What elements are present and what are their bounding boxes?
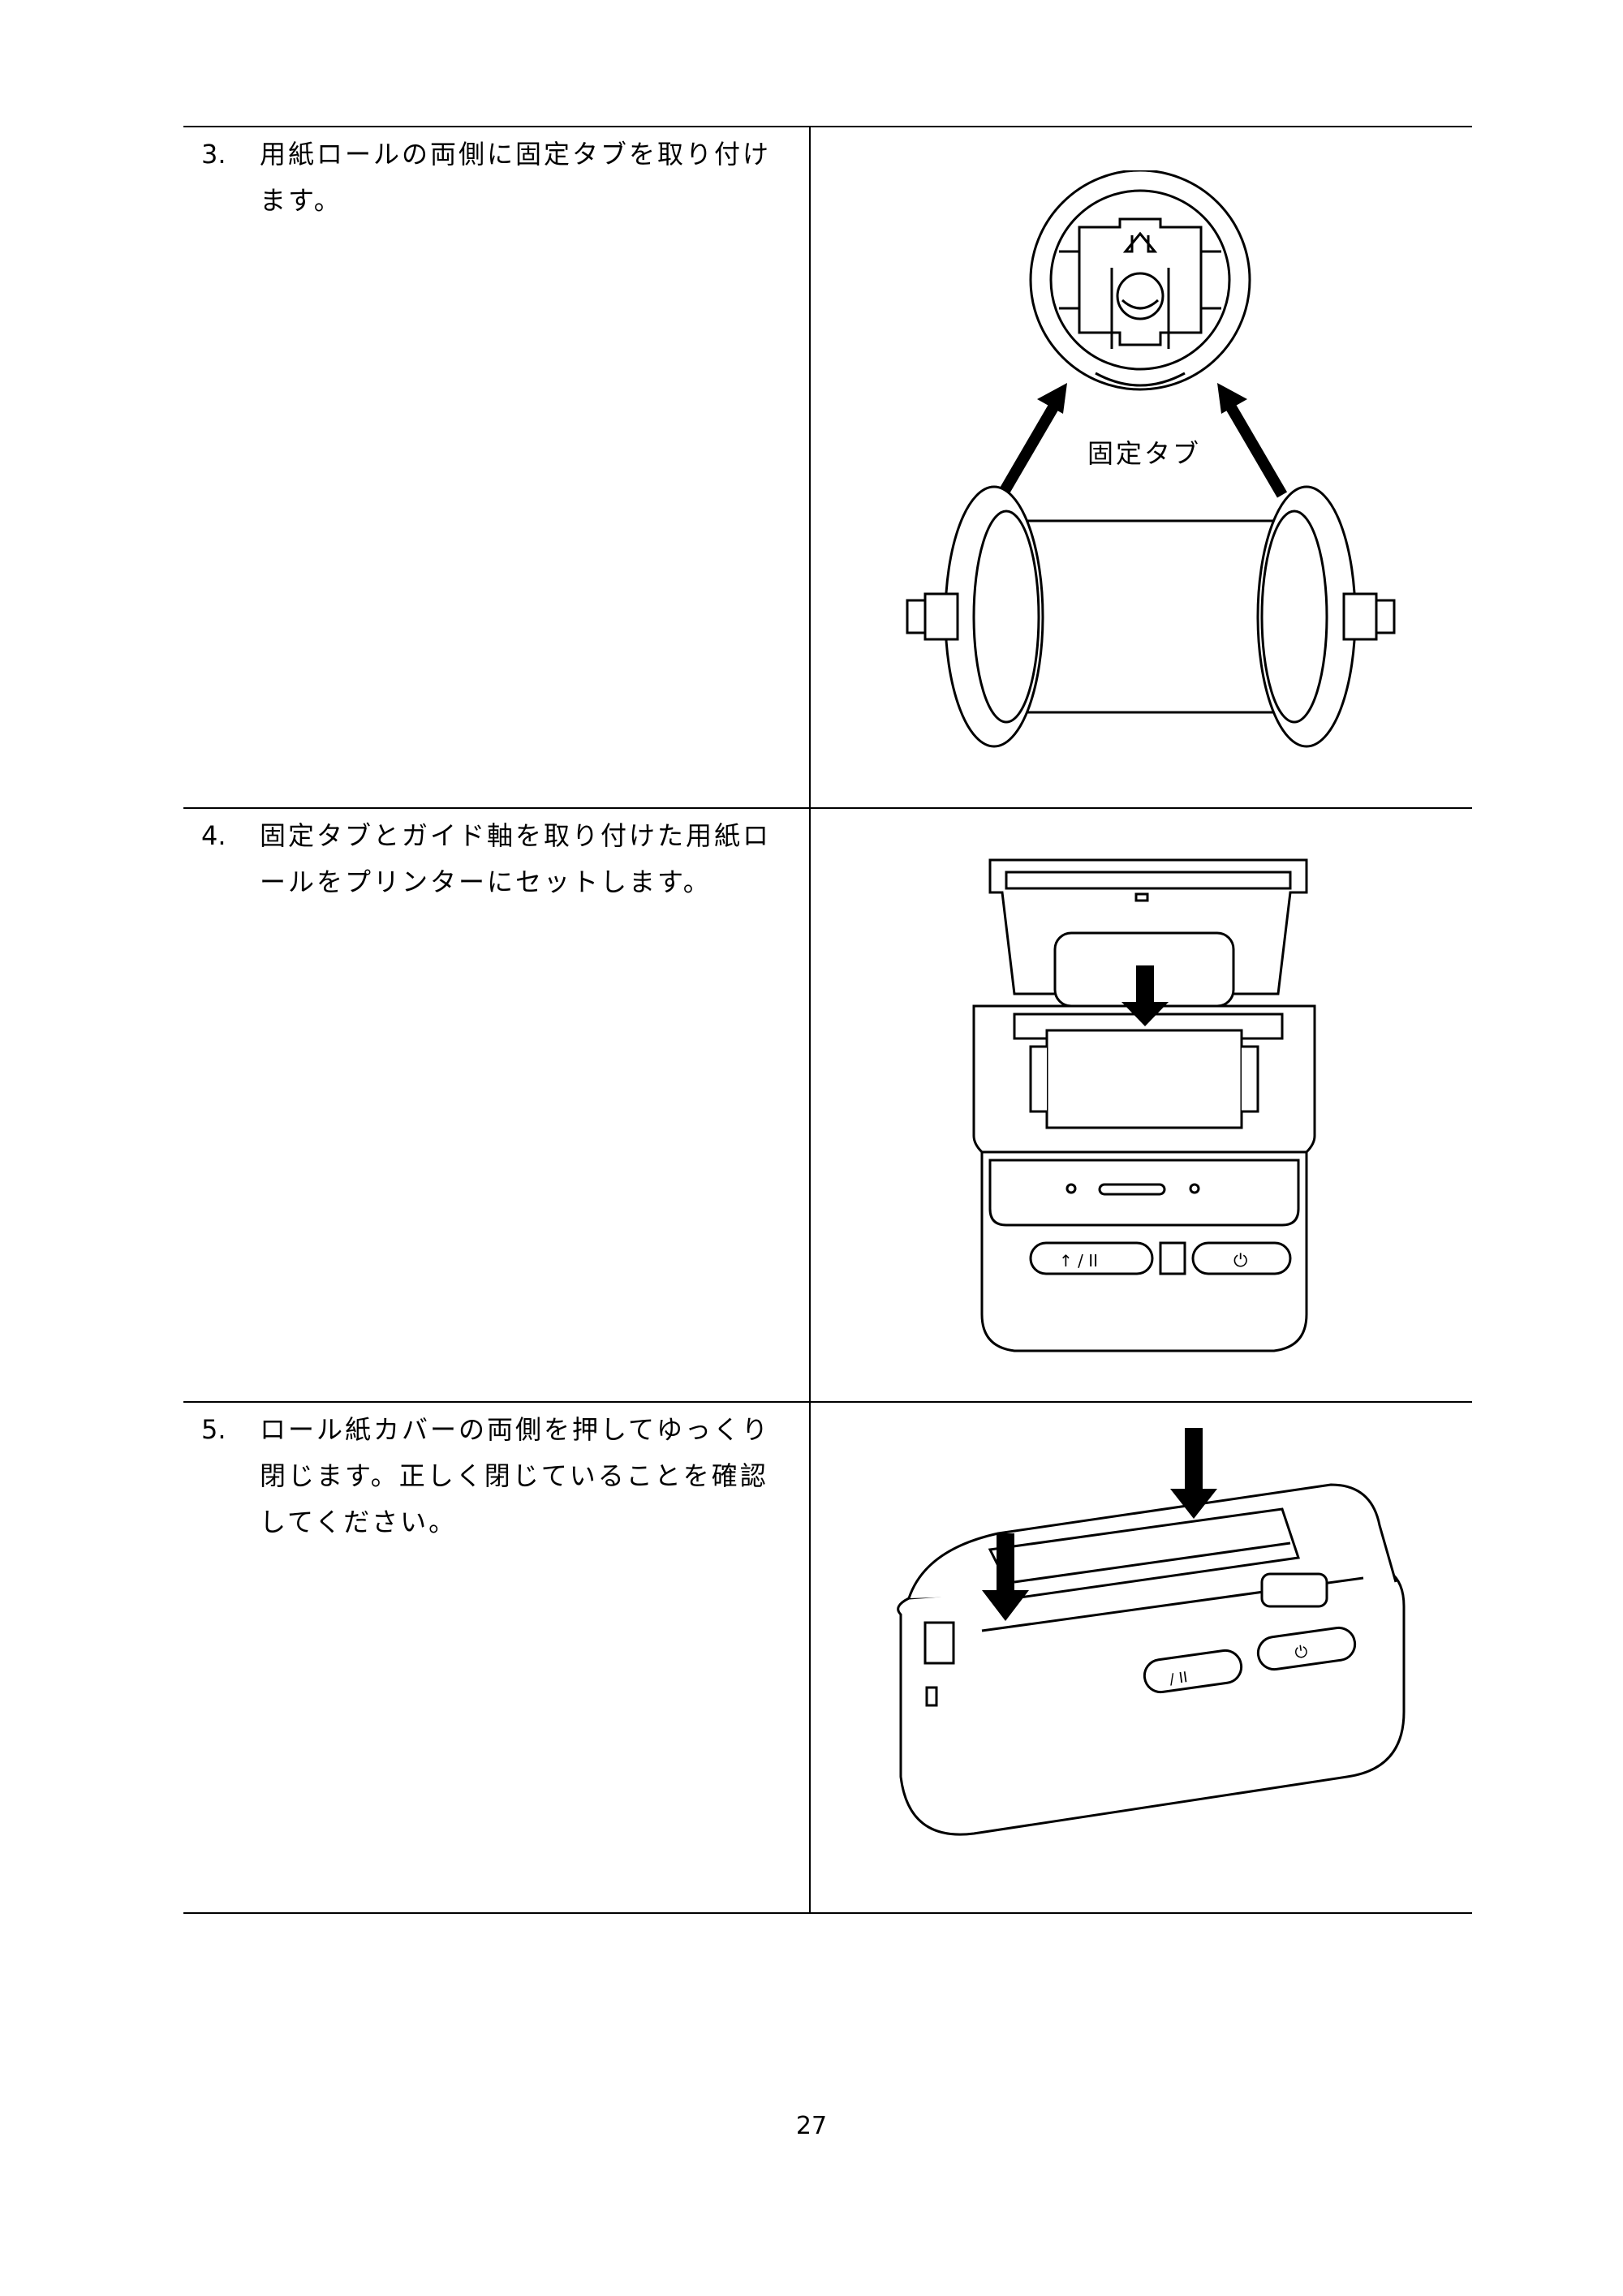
figure-printer-open: ↑ / II ⏻ [958,844,1331,1379]
power-icon: ⏻ [1294,1641,1309,1662]
step-text: 固定タブとガイド軸を取り付けた用紙ロールをプリンターにセットします。 [260,820,772,897]
table-row-rule-1 [183,807,1472,809]
step-number: 4. [201,820,226,851]
step-number: 5. [201,1414,226,1445]
step-text: ロール紙カバーの両側を押してゆっくり閉じます。正しく閉じていることを確認してくだ… [260,1414,771,1537]
page-number: 27 [795,2112,828,2140]
feed-pause-button-label: / II [1169,1669,1189,1688]
step-text: 用紙ロールの両側に固定タブを取り付けます。 [260,139,772,216]
feed-pause-button-label: ↑ / II [1059,1251,1098,1271]
step-number: 3. [201,139,226,170]
table-column-divider [809,126,811,1914]
table-row-rule-2 [183,1401,1472,1403]
power-icon: ⏻ [1233,1251,1247,1271]
roll-illustration: 固定タブ [906,170,1396,748]
table-top-rule [183,126,1472,127]
figure-printer-closing: / II ⏻ [876,1420,1412,1890]
figure-roll-fixing-tabs: 固定タブ [893,170,1412,771]
table-bottom-rule [183,1912,1472,1914]
printer-open-illustration: ↑ / II ⏻ [972,858,1316,1352]
printer-closing-illustration: / II ⏻ [897,1428,1406,1836]
callout-fixing-tab: 固定タブ [1087,438,1201,469]
